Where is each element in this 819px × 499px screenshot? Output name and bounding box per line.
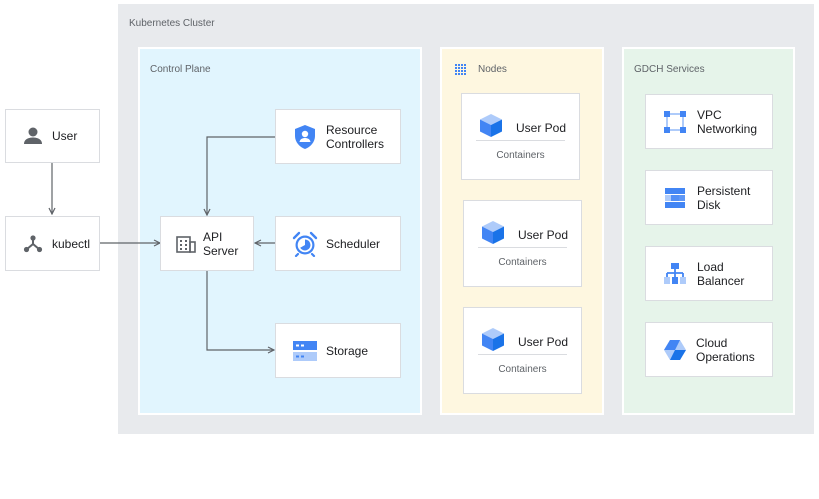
user-pod-title: User Pod xyxy=(518,334,569,349)
containers-label: Containers xyxy=(496,150,545,161)
divider xyxy=(478,247,567,248)
persistent-disk-box: Persistent Disk xyxy=(645,170,773,225)
divider xyxy=(476,140,565,141)
vpc-icon xyxy=(662,109,688,135)
node-grid-icon xyxy=(454,63,468,77)
persistent-disk-label: Persistent Disk xyxy=(697,183,751,212)
arrow-api-server-to-storage xyxy=(206,271,274,350)
scheduler-box: Scheduler xyxy=(275,216,401,271)
divider xyxy=(478,354,567,355)
user-pod-card: User Pod Containers xyxy=(461,93,580,180)
user-pod-card: User Pod Containers xyxy=(463,200,582,287)
resource-controllers-box: Resource Controllers xyxy=(275,109,401,164)
control-plane-label: Control Plane xyxy=(150,64,211,75)
user-box: User xyxy=(5,109,100,163)
cluster-label: Kubernetes Cluster xyxy=(129,18,215,29)
load-balancer-label: Load Balancer xyxy=(697,259,745,288)
storage-box: Storage xyxy=(275,323,401,378)
person-icon xyxy=(20,123,46,149)
persistent-disk-icon xyxy=(662,185,688,211)
vpc-networking-box: VPC Networking xyxy=(645,94,773,149)
building-icon xyxy=(173,231,199,257)
load-balancer-icon xyxy=(662,261,688,287)
arrow-resource-controllers-to-api-server xyxy=(207,136,275,215)
vpc-networking-label: VPC Networking xyxy=(697,107,758,136)
shield-user-icon xyxy=(292,124,318,150)
gdch-services-label: GDCH Services xyxy=(634,64,705,75)
storage-drive-icon xyxy=(292,338,318,364)
user-pod-title: User Pod xyxy=(516,120,567,135)
resource-controllers-label: Resource Controllers xyxy=(326,122,385,151)
alarm-clock-icon xyxy=(292,231,318,257)
api-server-label: API Server xyxy=(203,229,239,258)
load-balancer-box: Load Balancer xyxy=(645,246,773,301)
cloud-operations-box: Cloud Operations xyxy=(645,322,773,377)
cube-icon xyxy=(480,326,506,357)
cloud-operations-icon xyxy=(662,337,688,363)
user-pod-card: User Pod Containers xyxy=(463,307,582,394)
nodes-label: Nodes xyxy=(478,64,507,75)
kubectl-label: kubectl xyxy=(52,236,91,251)
scheduler-label: Scheduler xyxy=(326,236,381,251)
containers-label: Containers xyxy=(498,364,547,375)
cube-icon xyxy=(478,112,504,143)
storage-label: Storage xyxy=(326,343,369,358)
containers-label: Containers xyxy=(498,257,547,268)
user-pod-title: User Pod xyxy=(518,227,569,242)
user-label: User xyxy=(52,129,78,143)
kubectl-fork-icon xyxy=(20,231,46,257)
cloud-operations-label: Cloud Operations xyxy=(696,335,755,364)
kubectl-box: kubectl xyxy=(5,216,100,271)
cube-icon xyxy=(480,219,506,250)
api-server-box: API Server xyxy=(160,216,254,271)
